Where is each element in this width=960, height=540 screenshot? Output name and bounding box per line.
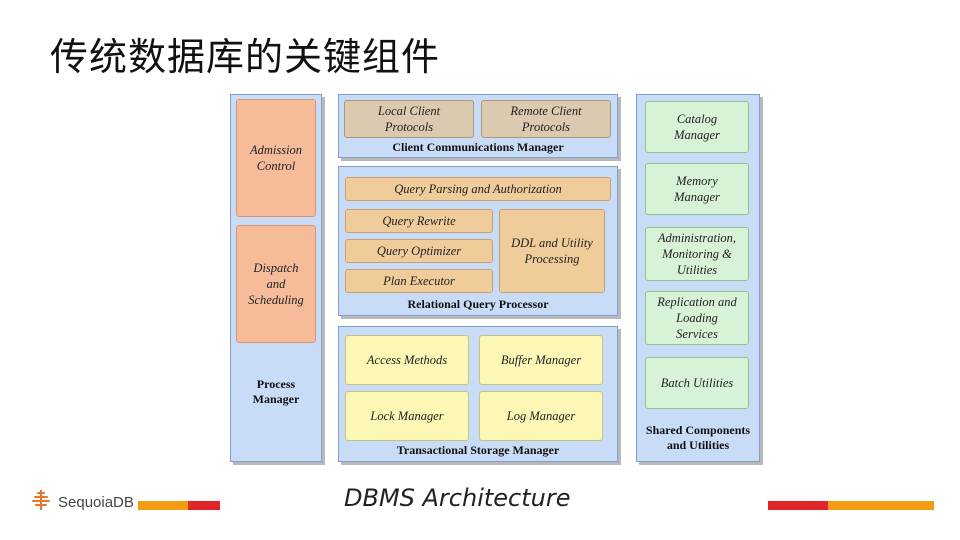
ddl-utility-processing-box: DDL and Utility Processing [499, 209, 605, 293]
client-communications-panel: Local Client Protocols Remote Client Pro… [338, 94, 618, 158]
storage-manager-label: Transactional Storage Manager [396, 443, 560, 457]
logo-text: SequoiaDB [58, 493, 134, 511]
shared-components-panel: Catalog Manager Memory Manager Administr… [636, 94, 760, 462]
batch-utilities-box: Batch Utilities [645, 357, 749, 409]
process-manager-panel: Admission Control Dispatch and Schedulin… [230, 94, 322, 462]
query-parsing-box: Query Parsing and Authorization [345, 177, 611, 201]
memory-manager-box: Memory Manager [645, 163, 749, 215]
access-methods-box: Access Methods [345, 335, 469, 385]
dispatch-scheduling-box: Dispatch and Scheduling [236, 225, 316, 343]
query-optimizer-box: Query Optimizer [345, 239, 493, 263]
diagram-caption: DBMS Architecture [344, 484, 571, 512]
query-processor-panel: Query Parsing and Authorization Query Re… [338, 166, 618, 316]
client-communications-label: Client Communications Manager [392, 140, 564, 154]
dbms-architecture-diagram: Admission Control Dispatch and Schedulin… [226, 88, 766, 466]
catalog-manager-box: Catalog Manager [645, 101, 749, 153]
replication-loading-box: Replication and Loading Services [645, 291, 749, 345]
log-manager-box: Log Manager [479, 391, 603, 441]
buffer-manager-box: Buffer Manager [479, 335, 603, 385]
admission-control-box: Admission Control [236, 99, 316, 217]
query-processor-label: Relational Query Processor [407, 297, 549, 311]
footer-bar-right-orange [828, 501, 934, 510]
administration-monitoring-box: Administration, Monitoring & Utilities [645, 227, 749, 281]
remote-client-protocols-box: Remote Client Protocols [481, 100, 611, 138]
shared-components-label: Shared Components and Utilities [645, 423, 751, 452]
process-manager-label: Process Manager [252, 377, 300, 406]
lock-manager-box: Lock Manager [345, 391, 469, 441]
sequoiadb-logo: SequoiaDB [30, 490, 134, 514]
sequoia-tree-icon [30, 489, 52, 515]
footer-bar-left-orange [138, 501, 188, 510]
query-rewrite-box: Query Rewrite [345, 209, 493, 233]
storage-manager-panel: Access Methods Buffer Manager Lock Manag… [338, 326, 618, 462]
page-title: 传统数据库的关键组件 [50, 35, 441, 79]
footer-bar-left-red [188, 501, 220, 510]
footer-bar-right-red [768, 501, 828, 510]
plan-executor-box: Plan Executor [345, 269, 493, 293]
local-client-protocols-box: Local Client Protocols [344, 100, 474, 138]
